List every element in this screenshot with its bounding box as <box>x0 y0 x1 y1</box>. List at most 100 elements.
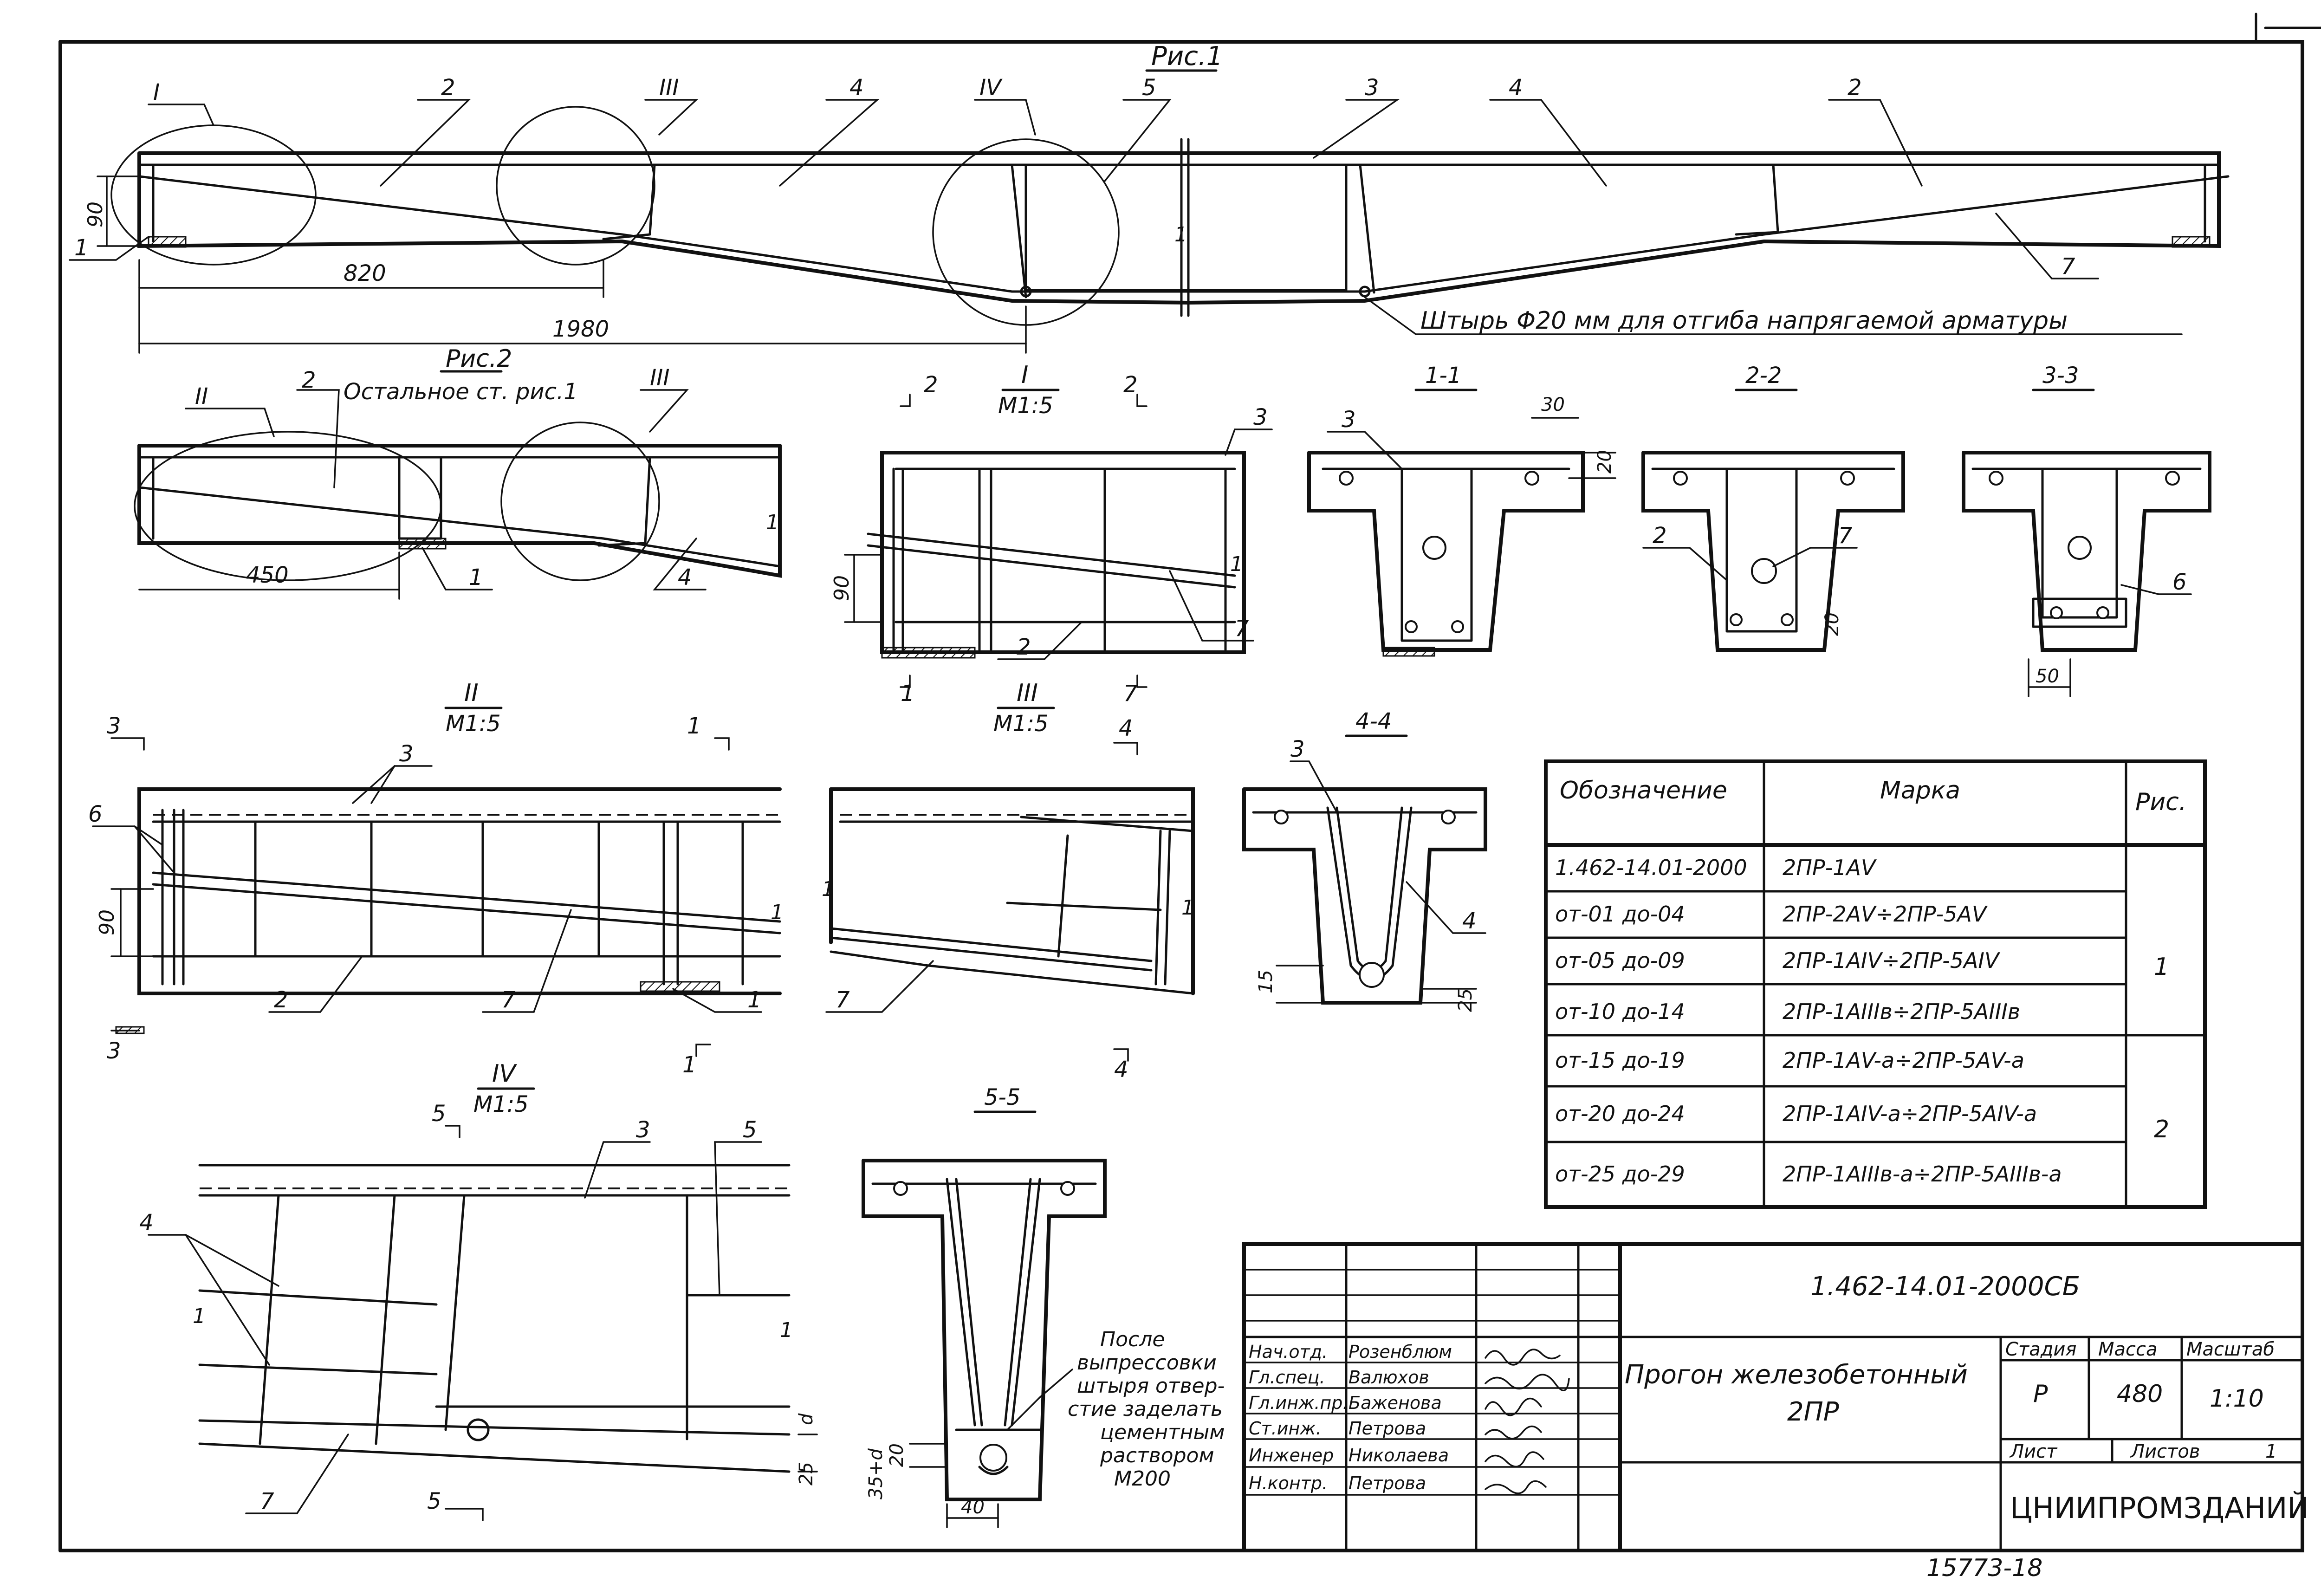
svg-text:Гл.спец.: Гл.спец. <box>1249 1367 1325 1388</box>
svg-text:Масса: Масса <box>2098 1339 2158 1360</box>
svg-text:III: III <box>1017 679 1038 707</box>
section-5-5: 5-5 20 35+d 40 <box>862 1084 1107 1528</box>
table-row: 1.462-14.01-2000 <box>1555 855 1747 880</box>
svg-text:6: 6 <box>88 801 103 827</box>
svg-text:1: 1 <box>74 235 89 261</box>
svg-text:3: 3 <box>399 741 414 767</box>
svg-text:2ПР-1АIIIв-а÷2ПР-5АIIIв-а: 2ПР-1АIIIв-а÷2ПР-5АIIIв-а <box>1783 1161 2062 1187</box>
svg-text:4: 4 <box>1119 715 1133 741</box>
svg-text:4: 4 <box>1114 1057 1128 1083</box>
detail-IV: IV М1:5 5 3 5 4 1 1 7 5 d 25 <box>139 1060 818 1521</box>
svg-text:7: 7 <box>501 987 516 1013</box>
svg-text:Р: Р <box>2033 1380 2048 1408</box>
svg-text:М1:5: М1:5 <box>446 711 501 737</box>
marks-table: Обозначение Марка Рис. 1.462-14.01-2000 … <box>1544 759 2207 1209</box>
svg-text:4: 4 <box>139 1210 154 1236</box>
svg-text:Стадия: Стадия <box>2005 1339 2076 1360</box>
svg-text:Петрова: Петрова <box>1349 1418 1426 1439</box>
svg-text:7: 7 <box>1235 616 1249 642</box>
svg-text:90: 90 <box>84 201 107 227</box>
svg-text:3: 3 <box>1365 75 1379 101</box>
svg-text:Розенблюм: Розенблюм <box>1349 1342 1452 1362</box>
svg-text:2ПР-2АV÷2ПР-5АV: 2ПР-2АV÷2ПР-5АV <box>1783 902 1988 927</box>
svg-text:2: 2 <box>1653 523 1667 549</box>
svg-text:40: 40 <box>961 1497 985 1518</box>
svg-text:30: 30 <box>1541 394 1565 415</box>
svg-text:М1:5: М1:5 <box>473 1091 529 1117</box>
doc-code: 1.462-14.01-2000СБ <box>1810 1272 2080 1302</box>
svg-text:3: 3 <box>107 713 121 739</box>
svg-text:1: 1 <box>747 987 762 1013</box>
svg-text:2: 2 <box>1123 372 1138 398</box>
svg-text:4: 4 <box>849 75 864 101</box>
svg-text:4-4: 4-4 <box>1355 708 1392 734</box>
table-row: от-10 до-14 <box>1555 999 1685 1024</box>
svg-text:Гл.инж.пр.: Гл.инж.пр. <box>1249 1393 1348 1413</box>
pin-note: Штырь Φ20 мм для отгиба напрягаемой арма… <box>1420 307 2068 335</box>
fig1-title: Рис.1 <box>1151 41 1223 71</box>
svg-text:90: 90 <box>95 909 119 935</box>
svg-text:1: 1 <box>822 877 835 901</box>
svg-text:25: 25 <box>796 1462 817 1486</box>
doc-title: Прогон железобетонный <box>1625 1360 1968 1390</box>
svg-text:2ПР-1АV-а÷2ПР-5АV-а: 2ПР-1АV-а÷2ПР-5АV-а <box>1783 1048 2024 1073</box>
svg-text:2: 2 <box>274 987 288 1013</box>
svg-text:2: 2 <box>1017 634 1031 660</box>
svg-text:1: 1 <box>766 511 779 534</box>
svg-text:II: II <box>195 383 208 409</box>
org-name: ЦНИИПРОМЗДАНИЙ <box>2010 1491 2309 1525</box>
section-1-1: 1-1 3 30 20 <box>1307 363 1616 657</box>
svg-text:4: 4 <box>678 564 692 590</box>
svg-text:2ПР-1АIV÷2ПР-5АIV: 2ПР-1АIV÷2ПР-5АIV <box>1783 948 2001 973</box>
svg-text:Лист: Лист <box>2009 1441 2058 1462</box>
svg-text:6: 6 <box>2172 569 2187 595</box>
svg-text:1: 1 <box>193 1304 206 1328</box>
svg-text:1: 1 <box>1230 552 1243 576</box>
svg-text:820: 820 <box>344 260 386 286</box>
table-row: от-25 до-29 <box>1555 1161 1685 1187</box>
svg-text:1: 1 <box>901 681 915 707</box>
table-row: от-15 до-19 <box>1555 1048 1685 1073</box>
svg-text:1: 1 <box>2265 1441 2277 1462</box>
svg-text:20: 20 <box>1822 612 1843 636</box>
svg-text:Ст.инж.: Ст.инж. <box>1249 1418 1322 1439</box>
svg-text:Н.контр.: Н.контр. <box>1249 1473 1328 1493</box>
section-3-3: 3-3 6 50 <box>1962 363 2211 697</box>
svg-text:2ПР-1АIV-а÷2ПР-5АIV-а: 2ПР-1АIV-а÷2ПР-5АIV-а <box>1783 1101 2037 1126</box>
svg-text:1: 1 <box>687 713 701 739</box>
fig1-elevation: Рис.1 I III IV 2 <box>69 41 2230 354</box>
svg-text:2ПР-1АIIIв÷2ПР-5АIIIв: 2ПР-1АIIIв÷2ПР-5АIIIв <box>1783 999 2020 1024</box>
svg-text:Инженер: Инженер <box>1249 1445 1334 1466</box>
svg-text:90: 90 <box>830 575 854 601</box>
svg-text:50: 50 <box>2036 666 2059 687</box>
svg-text:4: 4 <box>1509 75 1523 101</box>
callout-III: III <box>659 75 679 101</box>
footer-number: 15773-18 <box>1926 1554 2042 1582</box>
svg-text:20: 20 <box>1594 450 1615 474</box>
svg-text:Валюхов: Валюхов <box>1349 1367 1429 1388</box>
svg-text:2: 2 <box>2154 1116 2169 1143</box>
svg-text:М1:5: М1:5 <box>998 393 1053 419</box>
svg-text:450: 450 <box>246 562 289 588</box>
svg-text:3-3: 3-3 <box>2042 363 2079 389</box>
svg-text:Масштаб: Масштаб <box>2186 1339 2275 1360</box>
table-row: от-20 до-24 <box>1555 1101 1685 1126</box>
svg-text:1-1: 1-1 <box>1425 363 1461 389</box>
svg-text:5-5: 5-5 <box>984 1084 1020 1110</box>
svg-text:раствором: раствором <box>1100 1444 1214 1467</box>
svg-text:7: 7 <box>836 987 850 1013</box>
svg-text:Остальное ст. рис.1: Остальное ст. рис.1 <box>344 379 578 405</box>
svg-text:II: II <box>464 679 479 707</box>
svg-text:1: 1 <box>771 901 784 924</box>
svg-text:М1:5: М1:5 <box>993 711 1049 737</box>
callout-IV: IV <box>979 75 1003 101</box>
svg-text:15: 15 <box>1255 970 1277 993</box>
svg-text:5: 5 <box>432 1101 446 1127</box>
svg-text:4: 4 <box>1462 908 1477 934</box>
title-block: 1.462-14.01-2000СБ Прогон железобетонный… <box>1242 1242 2309 1552</box>
svg-text:25: 25 <box>1455 988 1476 1012</box>
svg-text:2: 2 <box>924 372 938 398</box>
svg-text:выпрессовки: выпрессовки <box>1077 1351 1217 1375</box>
detail-I: I М1:5 2 2 90 3 7 2 1 7 1 <box>830 361 1273 707</box>
